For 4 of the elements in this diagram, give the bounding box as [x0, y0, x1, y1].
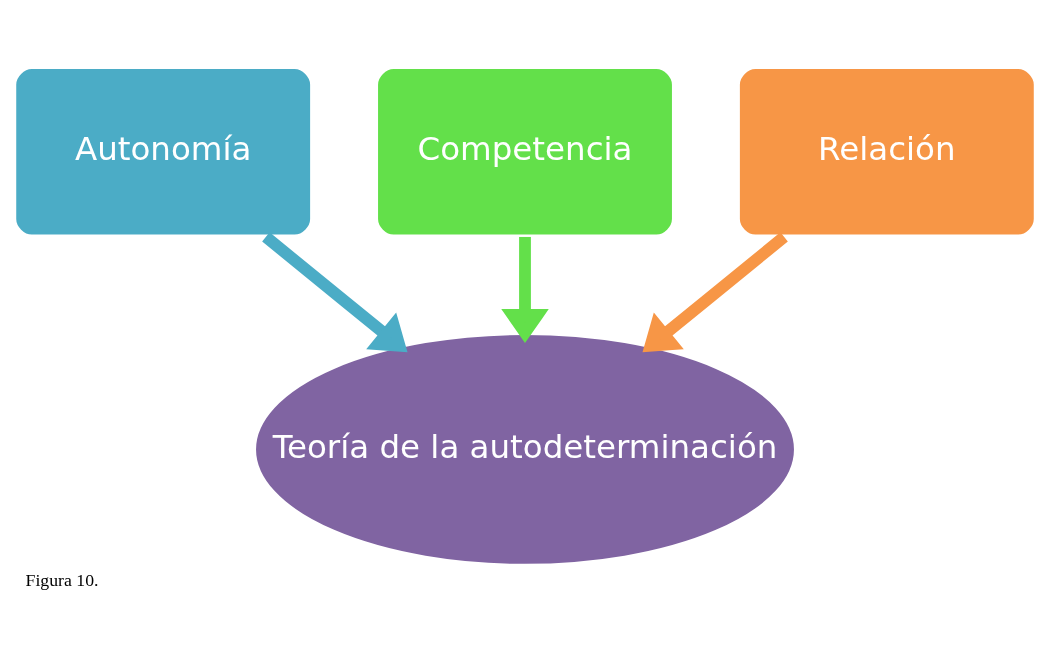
arrow [501, 236, 549, 343]
arrow [262, 231, 408, 352]
caption: Figura 10. [25, 569, 99, 590]
arrow [642, 231, 788, 352]
